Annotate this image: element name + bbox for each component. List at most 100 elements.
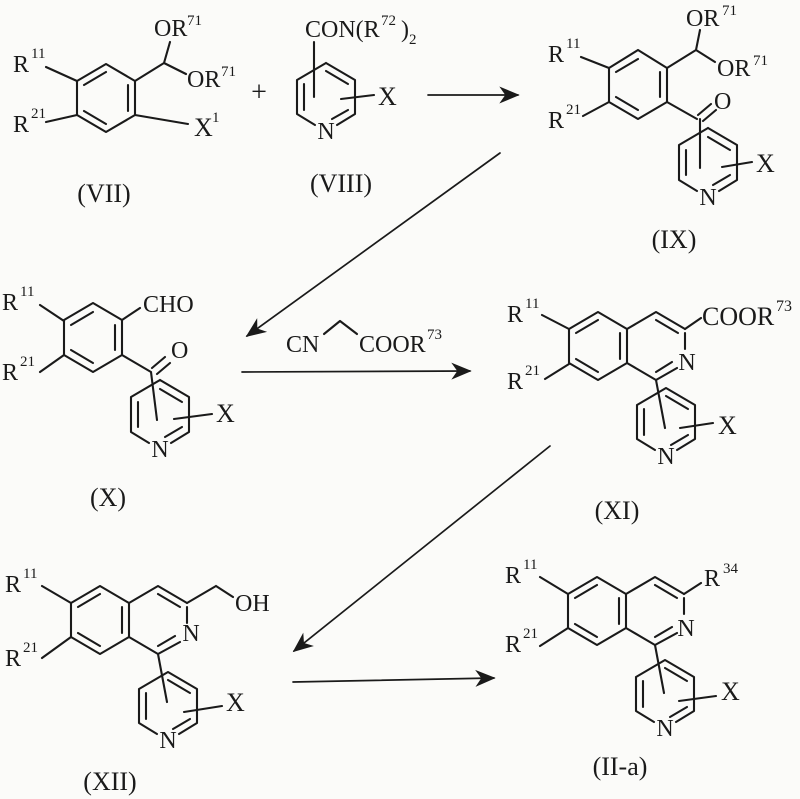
benzene-ring	[75, 62, 137, 134]
x-label: X	[756, 149, 775, 178]
substituent-bonds	[44, 40, 190, 126]
r21-superscript: 21	[31, 106, 46, 122]
x-label: X	[216, 399, 235, 428]
isoquinoline-n-label: N	[678, 350, 695, 376]
or71-top-label: OR	[154, 16, 187, 42]
compound-x: R 11 R 21 CHO O X N (X)	[2, 284, 235, 512]
reaction-arrow-xi-down	[292, 445, 551, 653]
compound-viii: CON(R 72 ) 2 X N (VIII)	[295, 13, 417, 198]
cho-label: CHO	[143, 292, 194, 318]
compound-xii: R 11 R 21 OH N X N (XII)	[5, 566, 270, 796]
pyridine-double-bond-lines	[136, 387, 184, 439]
r21-label: R	[548, 108, 564, 134]
r11-label: R	[5, 572, 21, 598]
r11-label: R	[505, 563, 521, 589]
or71-top-superscript: 71	[187, 13, 202, 29]
benzene-ring	[607, 48, 669, 121]
r34-superscript: 34	[723, 561, 739, 577]
x-label: X	[378, 82, 397, 111]
pendant-pyridine-double-bond-lines	[642, 394, 690, 447]
plus-sign: +	[251, 77, 267, 108]
or71-right-label: OR	[717, 56, 750, 82]
reagent-isocyanoacetate: CN COOR 73	[286, 319, 442, 358]
isoquinoline-n-label: N	[677, 616, 694, 642]
coor-superscript: 73	[427, 327, 442, 343]
compound-label-xii: (XII)	[83, 767, 136, 796]
r11-label: R	[548, 42, 564, 68]
or71-right-superscript: 71	[753, 53, 768, 69]
reaction-arrow-ix-to-x	[245, 152, 501, 337]
ring-n-label: N	[317, 119, 334, 145]
ring-double-bond-lines	[654, 318, 680, 374]
compound-label-x: (X)	[90, 483, 126, 512]
r21-label: R	[13, 112, 29, 138]
r11-superscript: 11	[566, 36, 580, 52]
r21-superscript: 21	[20, 354, 35, 370]
compound-label-xi: (XI)	[595, 496, 640, 525]
r11-superscript: 11	[20, 284, 34, 300]
compound-label-viii: (VIII)	[310, 169, 372, 198]
reaction-arrow-x-to-xi	[241, 362, 472, 380]
benzo-ring	[69, 584, 131, 656]
x1-label: X	[194, 113, 213, 142]
benzo-double-bond-lines	[76, 592, 124, 648]
x-label: X	[226, 688, 245, 717]
compound-label-ix: (IX)	[652, 225, 697, 254]
r11-superscript: 11	[523, 557, 537, 573]
pyridinone-ring	[127, 584, 189, 656]
benzo-ring	[566, 575, 628, 647]
substituent-bonds	[38, 303, 214, 422]
pyridine-ring	[129, 378, 191, 445]
conr72-subscript: 2	[409, 32, 417, 48]
r21-label: R	[2, 360, 18, 386]
double-bond-lines	[302, 69, 350, 121]
r21-label: R	[505, 632, 521, 658]
substituent-bonds	[538, 575, 718, 703]
benzene-double-bond-lines	[69, 310, 117, 365]
carbonyl-o-label: O	[714, 89, 731, 115]
x-label: X	[718, 411, 737, 440]
pyridine-n-label: N	[656, 716, 673, 742]
coor73-superscript: 73	[776, 298, 792, 315]
pyridinone-ring	[624, 575, 686, 647]
methylene-bond	[322, 319, 359, 336]
conr72-label: CON(R	[305, 17, 380, 43]
cn-label: CN	[286, 332, 319, 358]
conr72-paren: )	[401, 17, 409, 43]
ring-n-label: N	[699, 185, 716, 211]
substituent-bonds	[540, 313, 715, 430]
substituent-bonds	[40, 584, 235, 714]
pendant-pyridine-double-bond-lines	[144, 678, 192, 731]
pyridine-n-label: N	[657, 444, 674, 470]
r34-label: R	[704, 566, 720, 592]
x-label: X	[721, 677, 740, 706]
pendant-pyridine-ring	[635, 386, 697, 452]
compound-vii: R 11 R 21 OR 71 OR 71 X 1 (VII)	[13, 13, 236, 208]
pyridine-double-bond-lines	[684, 135, 732, 187]
ring-double-bond-lines	[156, 592, 182, 648]
r21-superscript: 21	[523, 626, 538, 642]
ring-double-bond-lines	[653, 583, 679, 639]
pendant-pyridine-ring	[634, 658, 696, 724]
or71-right-superscript: 71	[221, 64, 236, 80]
r11-superscript: 11	[23, 566, 37, 582]
r11-label: R	[13, 52, 29, 78]
benzo-double-bond-lines	[574, 318, 622, 374]
reaction-arrow-xii-to-iia	[292, 669, 496, 687]
r21-label: R	[507, 369, 523, 395]
or71-right-label: OR	[187, 67, 220, 93]
coor73-label: COOR	[702, 302, 775, 331]
r21-superscript: 21	[566, 102, 581, 118]
benzo-double-bond-lines	[573, 583, 621, 639]
ring-n-label: N	[151, 437, 168, 463]
benzene-ring	[62, 301, 124, 374]
substituent-bonds	[312, 40, 376, 101]
pyridine-ring	[677, 126, 739, 193]
r21-superscript: 21	[525, 363, 540, 379]
benzo-ring	[567, 310, 629, 382]
r11-label: R	[507, 302, 523, 328]
pyridine-n-label: N	[159, 728, 176, 754]
substituent-bonds	[579, 28, 754, 170]
